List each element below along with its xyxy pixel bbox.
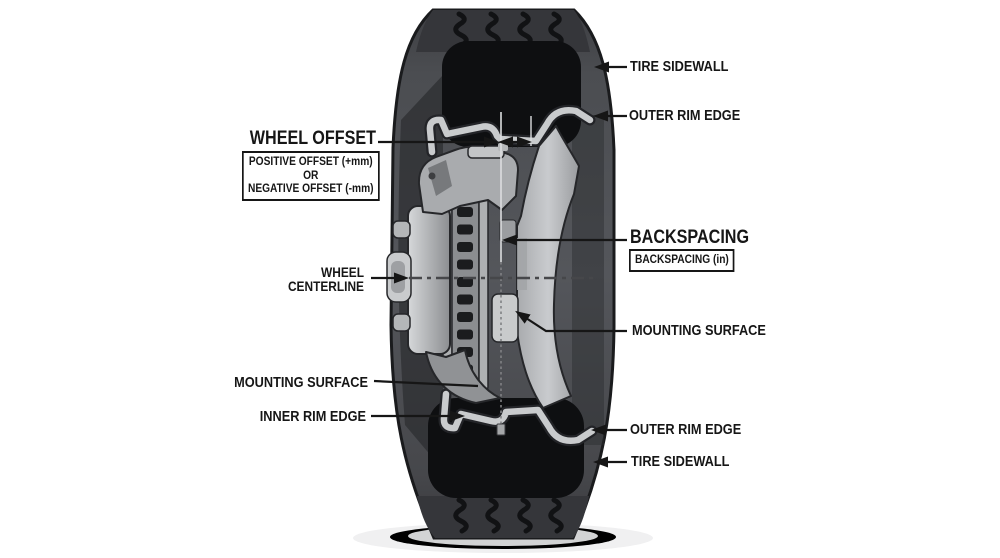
brake-assembly [386, 143, 519, 404]
hub-hat [407, 205, 451, 355]
offset-box-line1: POSITIVE OFFSET (+mm) [248, 154, 373, 168]
wheel-offset-value-box: POSITIVE OFFSET (+mm) OR NEGATIVE OFFSET… [242, 151, 380, 201]
label-wheel-centerline: WHEEL CENTERLINE [247, 265, 364, 293]
label-outer-rim-edge-bottom: OUTER RIM EDGE [630, 421, 742, 438]
label-outer-rim-edge-top: OUTER RIM EDGE [629, 107, 741, 124]
rotor-face-right [478, 177, 489, 391]
wheel-rim [424, 104, 598, 447]
label-wheel-offset-heading: WHEEL OFFSET [249, 128, 376, 149]
leader-lines [371, 61, 627, 468]
backspacing-value-box: BACKSPACING (in) [629, 249, 735, 272]
mount-pad [499, 219, 517, 243]
offset-box-line3: NEGATIVE OFFSET (-mm) [247, 181, 374, 195]
label-tire-sidewall-top: TIRE SIDEWALL [630, 58, 729, 75]
tread-bottom [417, 496, 589, 538]
label-mounting-surface-right: MOUNTING SURFACE [632, 322, 766, 339]
label-backspacing-heading: BACKSPACING [630, 227, 750, 248]
backspacing-box-text: BACKSPACING (in) [634, 252, 729, 266]
lug-stud-top [392, 220, 411, 239]
hub-bore [491, 293, 519, 343]
label-mounting-surface-left: MOUNTING SURFACE [234, 374, 368, 391]
leader-mounting-surface-left [373, 379, 479, 388]
wheel-centerline-line1: WHEEL [321, 264, 364, 280]
offset-box-line2: OR [303, 167, 319, 182]
wheel-centerline-line2: CENTERLINE [287, 278, 364, 294]
leader-mounting-surface-right [515, 310, 627, 333]
label-tire-sidewall-bottom: TIRE SIDEWALL [631, 453, 730, 470]
lug-stud-bottom [392, 313, 411, 332]
dust-shield [425, 349, 501, 404]
tread-grooves [453, 11, 564, 534]
label-inner-rim-edge: INNER RIM EDGE [259, 408, 366, 425]
